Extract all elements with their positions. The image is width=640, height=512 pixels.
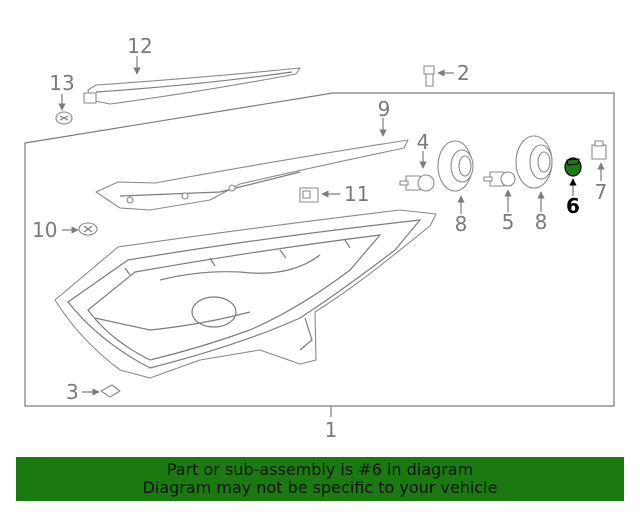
part-11-clip[interactable] bbox=[299, 187, 319, 203]
part-2-bolt[interactable] bbox=[423, 65, 435, 87]
banner-line-1: Part or sub-assembly is #6 in diagram bbox=[166, 460, 474, 479]
part-4-bulb[interactable] bbox=[399, 174, 435, 192]
callout-10[interactable]: 10 bbox=[32, 218, 57, 242]
callout-7[interactable]: 7 bbox=[595, 180, 608, 204]
part-5-bulb[interactable] bbox=[483, 171, 516, 187]
part-10-screw[interactable] bbox=[78, 222, 98, 236]
callout-4[interactable]: 4 bbox=[417, 130, 430, 154]
callout-8b[interactable]: 8 bbox=[535, 210, 548, 234]
part-7-socket[interactable] bbox=[591, 140, 607, 160]
assembly-frame bbox=[24, 92, 615, 407]
callout-8a[interactable]: 8 bbox=[455, 212, 468, 236]
banner-line-2: Diagram may not be specific to your vehi… bbox=[142, 478, 498, 497]
part-3-clip[interactable] bbox=[100, 384, 121, 398]
callout-1[interactable]: 1 bbox=[325, 418, 338, 442]
callout-3[interactable]: 3 bbox=[66, 380, 79, 404]
part-9-bracket[interactable] bbox=[95, 139, 409, 211]
fitment-notice-banner: Part or sub-assembly is #6 in diagram Di… bbox=[16, 457, 624, 501]
callout-12[interactable]: 12 bbox=[127, 34, 152, 58]
callout-11[interactable]: 11 bbox=[344, 182, 369, 206]
callout-13[interactable]: 13 bbox=[49, 71, 74, 95]
parts-diagram: 12 13 2 9 4 11 10 8 5 8 6 7 3 1 bbox=[24, 34, 615, 442]
part-13-screw[interactable] bbox=[55, 111, 73, 125]
callout-2[interactable]: 2 bbox=[457, 61, 470, 85]
callout-5[interactable]: 5 bbox=[502, 210, 515, 234]
part-6-socket[interactable] bbox=[564, 157, 582, 177]
callout-6[interactable]: 6 bbox=[566, 194, 580, 218]
part-8-cover-a[interactable] bbox=[437, 140, 474, 192]
part-12-garnish[interactable] bbox=[83, 67, 301, 105]
part-8-cover-b[interactable] bbox=[515, 135, 553, 189]
callout-9[interactable]: 9 bbox=[378, 97, 391, 121]
part-1-headlight[interactable] bbox=[54, 209, 437, 379]
